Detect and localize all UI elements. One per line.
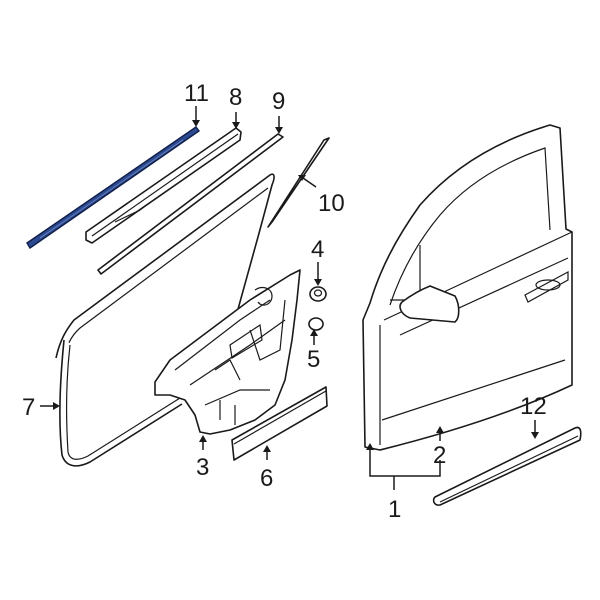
part-6-molding-plate[interactable] bbox=[231, 386, 328, 461]
leader-lines bbox=[40, 106, 539, 490]
callout-11: 11 bbox=[184, 80, 209, 107]
part-9-strip[interactable] bbox=[97, 133, 284, 275]
callout-4: 4 bbox=[311, 236, 325, 263]
part-3-inner-panel[interactable] bbox=[154, 269, 301, 435]
part-12-door-molding[interactable] bbox=[432, 426, 582, 506]
callout-3: 3 bbox=[196, 454, 210, 481]
callout-7: 7 bbox=[22, 394, 36, 421]
callout-1: 1 bbox=[388, 496, 402, 523]
callout-5: 5 bbox=[307, 346, 321, 373]
part-5-clip[interactable] bbox=[308, 317, 324, 331]
callout-12: 12 bbox=[520, 393, 547, 420]
callout-2: 2 bbox=[433, 442, 447, 469]
callout-8: 8 bbox=[229, 84, 243, 111]
part-11-highlighted-molding[interactable] bbox=[26, 126, 200, 250]
part-7-door-seal[interactable] bbox=[55, 173, 275, 467]
part-1-door-shell[interactable] bbox=[362, 124, 573, 451]
part-10-sash-trim[interactable] bbox=[267, 137, 330, 228]
part-4-grommet[interactable] bbox=[309, 286, 327, 302]
callout-9: 9 bbox=[272, 88, 286, 115]
callout-10: 10 bbox=[318, 190, 345, 217]
callout-6: 6 bbox=[260, 465, 274, 492]
